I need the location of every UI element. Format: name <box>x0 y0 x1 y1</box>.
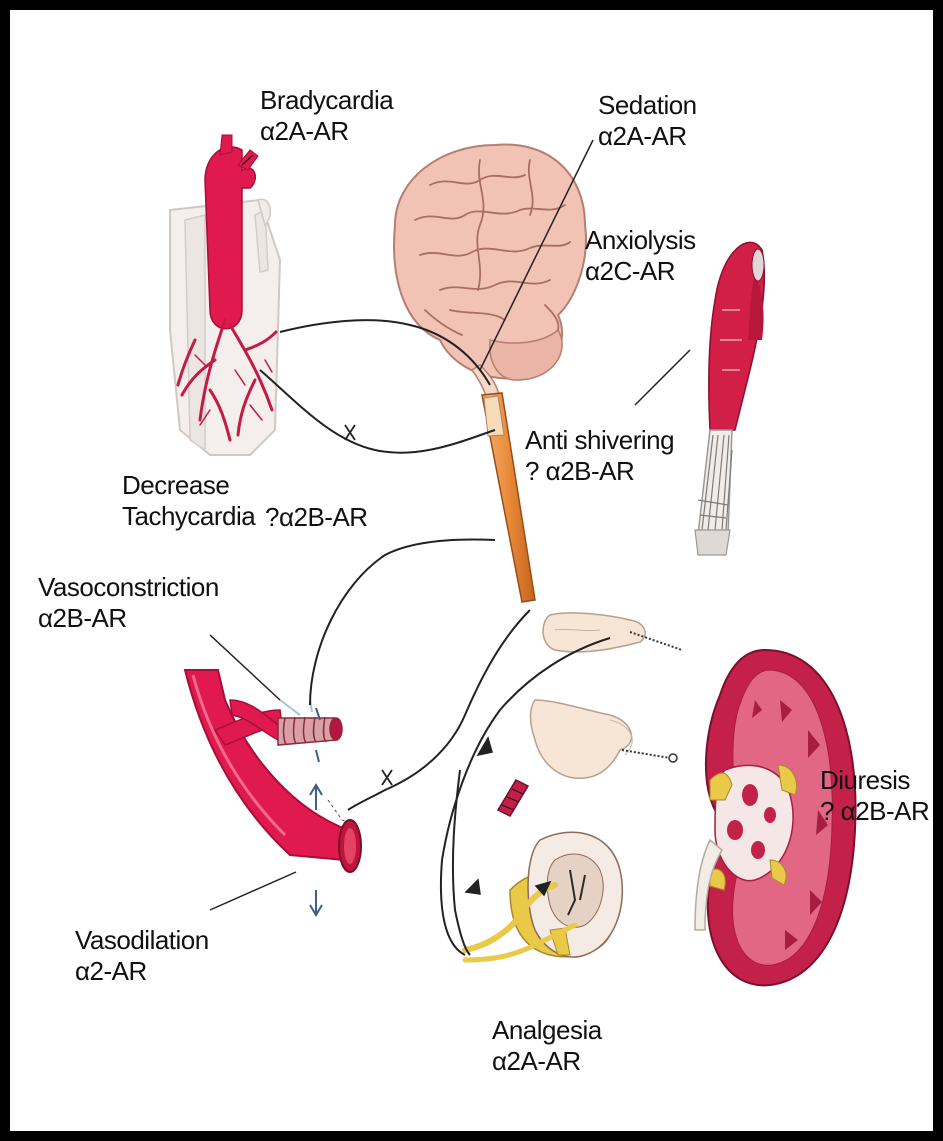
label-diuresis: Diuresis ? α2B-AR <box>820 765 929 827</box>
receptor-name: ? α2B-AR <box>525 456 674 487</box>
label-anxiolysis: Anxiolysis α2C-AR <box>585 225 696 287</box>
blood-vessels <box>185 670 361 915</box>
receptor-name: α2C-AR <box>585 256 696 287</box>
effect-name: Sedation <box>598 90 697 121</box>
effect-name: Anti shivering <box>525 425 674 456</box>
effect-name: Anxiolysis <box>585 225 696 256</box>
muscle-illustration <box>695 242 764 555</box>
label-analgesia: Analgesia α2A-AR <box>492 1015 602 1077</box>
label-bradycardia: Bradycardia α2A-AR <box>260 85 393 147</box>
receptor-name: α2A-AR <box>492 1046 602 1077</box>
label-decrease-tachycardia: Decrease Tachycardia <box>122 470 255 532</box>
brain-illustration <box>394 145 586 402</box>
receptor-name: α2A-AR <box>598 121 697 152</box>
hand-illustration <box>530 613 682 778</box>
nerve-segment <box>498 780 528 816</box>
effect-name: Bradycardia <box>260 85 393 116</box>
figure-frame: Bradycardia α2A-AR Sedation α2A-AR Anxio… <box>10 10 933 1131</box>
label-vasoconstriction: Vasoconstriction α2B-AR <box>38 572 219 634</box>
effect-name-line2: Tachycardia <box>122 501 255 532</box>
receptor-name: α2A-AR <box>260 116 393 147</box>
effect-name: Vasoconstriction <box>38 572 219 603</box>
effect-name: Diuresis <box>820 765 929 796</box>
receptor-name: α2B-AR <box>38 603 219 634</box>
effect-name: Analgesia <box>492 1015 602 1046</box>
receptor-name: α2-AR <box>75 956 209 987</box>
effect-name: Vasodilation <box>75 925 209 956</box>
spinal-cord-cross-section <box>510 832 622 957</box>
receptor-name: ? α2B-AR <box>820 796 929 827</box>
heart-illustration <box>170 135 280 455</box>
effect-name-line1: Decrease <box>122 470 255 501</box>
label-sedation: Sedation α2A-AR <box>598 90 697 152</box>
label-decrease-tachycardia-receptor: ?α2B-AR <box>265 502 368 533</box>
nerve-block-marks <box>345 425 392 785</box>
receptor-name: ?α2B-AR <box>265 502 368 533</box>
label-anti-shivering: Anti shivering ? α2B-AR <box>525 425 674 487</box>
label-vasodilation: Vasodilation α2-AR <box>75 925 209 987</box>
